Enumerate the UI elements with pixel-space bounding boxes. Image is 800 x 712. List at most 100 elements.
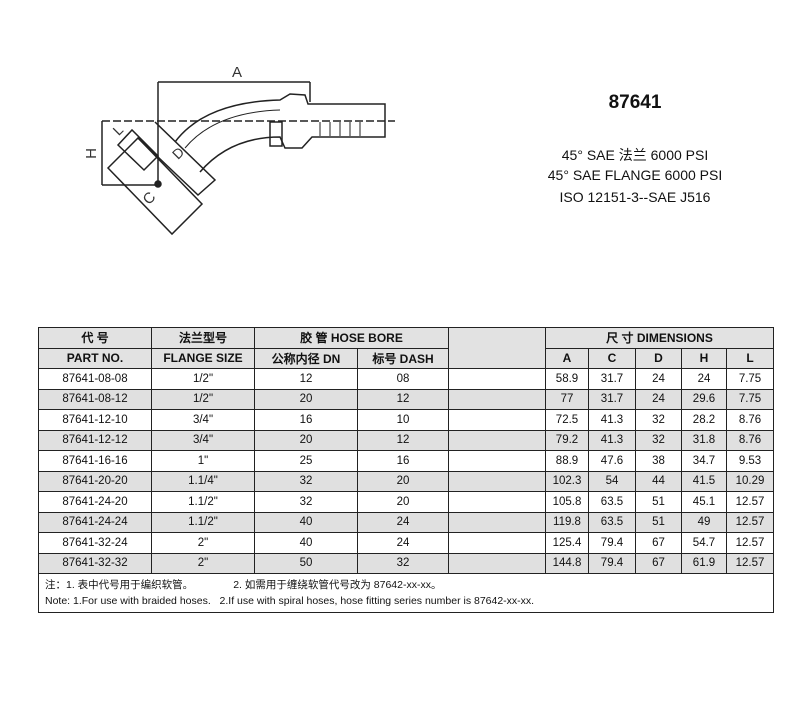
cell-dim-d: 24	[635, 388, 682, 410]
cell-flange-size: 1.1/2"	[151, 511, 255, 533]
cell-dim-a: 77	[545, 388, 589, 410]
subtitle-en: 45° SAE FLANGE 6000 PSI	[547, 167, 723, 183]
cell-dn: 40	[254, 511, 358, 533]
cell-dn: 32	[254, 491, 358, 513]
cell-blank	[448, 532, 546, 554]
notes-row: 注：1. 表中代号用于编织软管。2. 如需用于缠绕软管代号改为 87642-xx…	[37, 573, 775, 613]
cell-dim-c: 41.3	[588, 429, 636, 451]
cell-dn: 32	[254, 470, 358, 492]
cell-dim-h: 24	[681, 368, 727, 390]
cell-dim-h: 45.1	[681, 491, 727, 513]
cell-dim-c: 31.7	[588, 368, 636, 390]
header-l: L	[725, 347, 775, 369]
note-en-2: 2.If use with spiral hoses, hose fitting…	[219, 595, 535, 607]
header-part-en: PART NO.	[38, 347, 152, 369]
cell-dn: 40	[254, 532, 358, 554]
header-flange-cn: 法兰型号	[151, 327, 255, 349]
cell-blank	[448, 450, 546, 472]
cell-dim-l: 12.57	[725, 552, 775, 574]
label-h: H	[82, 148, 100, 159]
cell-dn: 25	[254, 450, 358, 472]
cell-dim-c: 41.3	[588, 409, 636, 431]
header-row-2: PART NO. FLANGE SIZE 公称内径 DN 标号 DASH A C…	[38, 347, 775, 369]
cell-dash: 16	[357, 450, 449, 472]
cell-flange-size: 1"	[151, 450, 255, 472]
fitting-drawing	[101, 81, 395, 236]
cell-dash: 20	[357, 491, 449, 513]
cell-dim-a: 58.9	[545, 368, 589, 390]
header-flange-en: FLANGE SIZE	[151, 347, 255, 369]
header-h: H	[681, 347, 727, 369]
cell-blank	[448, 388, 546, 410]
cell-dash: 10	[357, 409, 449, 431]
cell-blank	[448, 491, 546, 513]
cell-flange-size: 1/2"	[151, 388, 255, 410]
cell-dim-a: 102.3	[545, 470, 589, 492]
cell-part-no: 87641-24-24	[38, 511, 152, 533]
label-a: A	[232, 64, 243, 81]
header-blank	[448, 327, 546, 369]
cell-dim-d: 44	[635, 470, 682, 492]
header-dimensions: 尺 寸 DIMENSIONS	[544, 327, 775, 349]
cell-dim-d: 67	[635, 532, 682, 554]
subtitle-standard: ISO 12151-3--SAE J516	[559, 189, 711, 205]
cell-dim-d: 51	[635, 511, 682, 533]
cell-part-no: 87641-08-12	[38, 388, 152, 410]
cell-dn: 20	[254, 388, 358, 410]
cell-dim-c: 47.6	[588, 450, 636, 472]
cell-dim-a: 79.2	[545, 429, 589, 451]
notes-cell: 注：1. 表中代号用于编织软管。2. 如需用于缠绕软管代号改为 87642-xx…	[37, 573, 775, 613]
cell-dim-d: 51	[635, 491, 682, 513]
header-c: C	[588, 347, 636, 369]
cell-dim-h: 28.2	[681, 409, 727, 431]
cell-dim-h: 61.9	[681, 552, 727, 574]
cell-part-no: 87641-24-20	[38, 491, 152, 513]
cell-dim-l: 12.57	[725, 532, 775, 554]
cell-part-no: 87641-20-20	[38, 470, 152, 492]
cell-dim-h: 29.6	[681, 388, 727, 410]
cell-dn: 20	[254, 429, 358, 451]
cell-dim-a: 105.8	[545, 491, 589, 513]
cell-part-no: 87641-32-32	[38, 552, 152, 574]
cell-blank	[448, 511, 546, 533]
subtitle-cn: 45° SAE 法兰 6000 PSI	[561, 147, 709, 163]
cell-dim-d: 24	[635, 368, 682, 390]
cell-dim-a: 72.5	[545, 409, 589, 431]
cell-dn: 16	[254, 409, 358, 431]
cell-dim-c: 79.4	[588, 552, 636, 574]
dimensions-table: 代 号 法兰型号 胶 管 HOSE BORE 尺 寸 DIMENSIONS PA…	[37, 327, 775, 613]
cell-part-no: 87641-32-24	[38, 532, 152, 554]
cell-dim-l: 8.76	[725, 429, 775, 451]
header-part-cn: 代 号	[38, 327, 152, 349]
cell-dim-c: 63.5	[588, 511, 636, 533]
cell-dim-h: 41.5	[681, 470, 727, 492]
cell-dim-c: 31.7	[588, 388, 636, 410]
cell-part-no: 87641-12-10	[38, 409, 152, 431]
cell-flange-size: 1.1/2"	[151, 491, 255, 513]
cell-blank	[448, 409, 546, 431]
cell-flange-size: 1.1/4"	[151, 470, 255, 492]
cell-part-no: 87641-16-16	[38, 450, 152, 472]
cell-flange-size: 2"	[151, 532, 255, 554]
part-number-title: 87641	[608, 92, 662, 113]
cell-dim-l: 9.53	[725, 450, 775, 472]
cell-dim-a: 144.8	[545, 552, 589, 574]
cell-dim-d: 32	[635, 409, 682, 431]
cell-part-no: 87641-08-08	[38, 368, 152, 390]
cell-dn: 12	[254, 368, 358, 390]
header-dash: 标号 DASH	[357, 347, 449, 369]
header-dn: 公称内径 DN	[254, 347, 358, 369]
cell-dim-l: 10.29	[725, 470, 775, 492]
cell-dim-d: 67	[635, 552, 682, 574]
cell-dim-l: 7.75	[725, 388, 775, 410]
cell-dim-a: 88.9	[545, 450, 589, 472]
cell-dn: 50	[254, 552, 358, 574]
cell-dash: 32	[357, 552, 449, 574]
